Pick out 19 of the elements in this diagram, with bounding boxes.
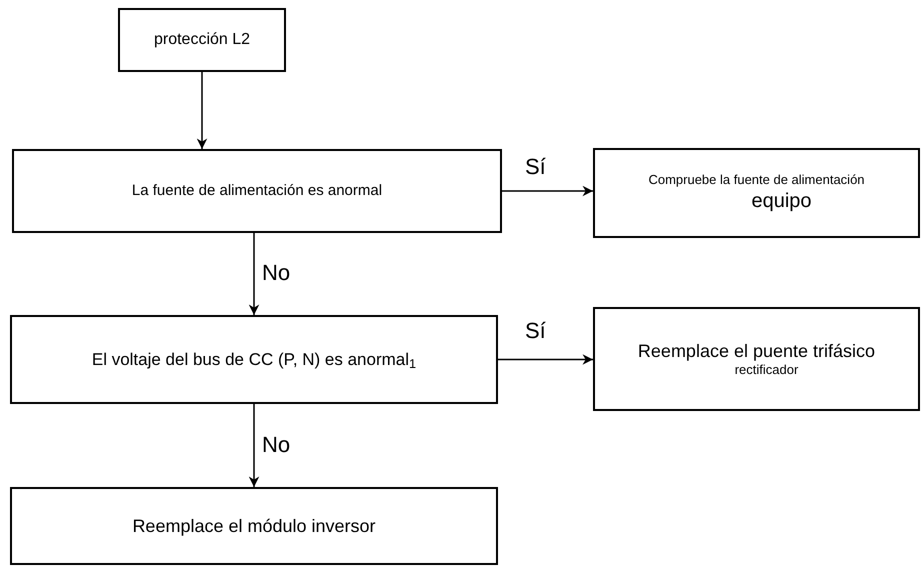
process-box (593, 148, 920, 238)
box-text: rectificador (734, 362, 798, 378)
box-text: protección L2 (154, 30, 250, 50)
arrow (498, 354, 593, 365)
box-text: Reemplace el puente trifásico (638, 340, 876, 362)
process-box (10, 487, 498, 565)
box-text: Reemplace el módulo inversor (132, 514, 376, 538)
box-text: El voltaje del bus de CC (P, N) es anormal$_{1}$ (92, 348, 416, 370)
process-box (593, 307, 920, 411)
arrow (248, 404, 260, 487)
box-text: Compruebe la fuente de alimentación (648, 172, 865, 189)
box-text: equipo (750, 188, 812, 214)
process-box (12, 149, 502, 233)
arrow (502, 186, 593, 196)
arrow (196, 72, 208, 149)
arrow (248, 233, 260, 315)
process-box (10, 315, 498, 404)
process-box (118, 8, 286, 72)
box-text: La fuente de alimentación es anormal (132, 182, 382, 200)
